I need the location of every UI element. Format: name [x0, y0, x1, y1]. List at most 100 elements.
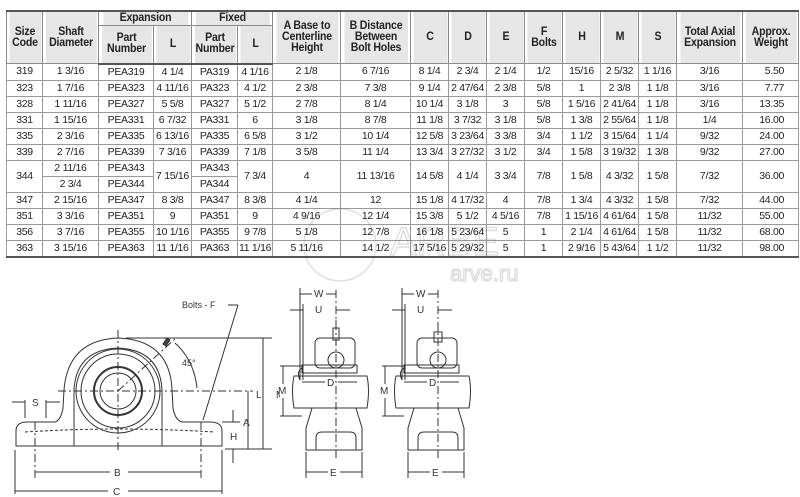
dim-d-label: D: [327, 378, 334, 389]
cell-d: 3 7/32: [448, 111, 488, 129]
cell-a: 5 11/16: [272, 239, 342, 257]
cell-d: 5 1/2: [448, 207, 488, 225]
cell-exp-l: 10 1/16: [152, 223, 193, 241]
cell-f: 5/8: [524, 111, 564, 129]
cell-d: 3 1/8: [448, 95, 488, 113]
bolts-f-label: Bolts - F: [182, 300, 216, 310]
header-size-code: Size Code: [7, 10, 42, 64]
bolts-leader-line: [202, 304, 239, 421]
cell-axial: 11/32: [676, 223, 744, 241]
header-b: B Distance Between Bolt Holes: [342, 10, 409, 64]
cell-e: 5: [486, 223, 526, 241]
cell-fix-part: PA331: [191, 111, 239, 129]
dim-m-label: M: [276, 390, 280, 401]
housing-side-fixed: [292, 320, 369, 451]
cell-fix-part: PA327: [191, 95, 239, 113]
cell-weight: 5.50: [742, 63, 800, 81]
cell-d: 5 23/64: [448, 223, 488, 241]
cell-exp-part: PEA355: [98, 223, 154, 241]
cell-m: 2 5/32: [600, 63, 640, 81]
cell-size: 351: [6, 207, 43, 225]
cell-exp-l: 7 3/16: [152, 143, 193, 161]
cell-b: 12: [340, 191, 412, 209]
cell-b: 11 1/4: [340, 143, 412, 161]
cell-exp-part: PEA319: [98, 63, 154, 81]
cell-shaft: 3 7/16: [42, 223, 99, 241]
cell-axial: 3/16: [676, 95, 744, 113]
cell-f: 1: [524, 223, 564, 241]
cell-size: 339: [6, 143, 43, 161]
cell-f: 1: [524, 239, 564, 257]
cell-fix-l: 11 1/16: [237, 239, 274, 257]
cell-size: 347: [6, 191, 43, 209]
centerlines: [34, 330, 253, 478]
cell-m: 4 61/64: [600, 223, 640, 241]
cell-c: 13 3/4: [410, 143, 450, 161]
cell-exp-part: PEA347: [98, 191, 154, 209]
cell-fix-l: 7 3/4: [237, 159, 274, 193]
cell-weight: 16.00: [742, 111, 800, 129]
cell-exp-l: 5 5/8: [152, 95, 193, 113]
header-approx-weight: Approx. Weight: [744, 10, 797, 64]
front-view-diagram: Bolts - F 45° L M A H S B C: [12, 300, 280, 497]
cell-shaft: 1 3/16: [42, 63, 99, 81]
cell-f: 3/4: [524, 143, 564, 161]
cell-s: 1 1/4: [638, 127, 678, 145]
header-total-axial-expansion: Total Axial Expansion: [678, 10, 741, 64]
cell-a: 4 1/4: [272, 191, 342, 209]
cell-f: 5/8: [524, 79, 564, 97]
cell-shaft: 2 3/16: [42, 127, 99, 145]
cell-fix-l: 6 5/8: [237, 127, 274, 145]
cell-f: 3/4: [524, 127, 564, 145]
cell-a: 4: [272, 159, 342, 193]
cell-size: 363: [6, 239, 43, 257]
cell-exp-part: PEA339: [98, 143, 154, 161]
cell-s: 1 1/16: [638, 63, 678, 81]
cell-e: 3 3/4: [486, 159, 526, 193]
cell-exp-part: PEA363: [98, 239, 154, 257]
cell-m: 3 19/32: [600, 143, 640, 161]
cell-d: 5 29/32: [448, 239, 488, 257]
cell-f: 7/8: [524, 207, 564, 225]
cell-e: 2 3/8: [486, 79, 526, 97]
cell-d: 3 23/64: [448, 127, 488, 145]
cell-exp-l: 9: [152, 207, 193, 225]
cell-m: 2 41/64: [600, 95, 640, 113]
cell-c: 15 1/8: [410, 191, 450, 209]
cell-m: 2 3/8: [600, 79, 640, 97]
cell-s: 1 1/8: [638, 79, 678, 97]
cell-fix-l: 7 1/8: [237, 143, 274, 161]
cell-exp-part: PEA327: [98, 95, 154, 113]
cell-exp-l: 7 15/16: [152, 159, 193, 193]
cell-m: 4 3/32: [600, 191, 640, 209]
dimension-lines: [382, 288, 465, 478]
dim-e-label: E: [330, 468, 337, 479]
cell-h: 1 1/2: [562, 127, 602, 145]
angle-arc: [174, 342, 198, 389]
cell-size: 331: [6, 111, 43, 129]
dimension-lines: [12, 337, 272, 494]
cell-fix-part: PA344: [191, 175, 239, 193]
cell-d: 2 47/64: [448, 79, 488, 97]
header-expansion-l: L: [154, 25, 191, 65]
cell-axial: 9/32: [676, 127, 744, 145]
header-expansion: Expansion: [101, 10, 189, 26]
header-fixed-l: L: [238, 25, 272, 65]
cell-h: 1 5/8: [562, 143, 602, 161]
cell-m: 4 3/32: [600, 159, 640, 193]
cell-exp-part: PEA343: [98, 159, 154, 177]
cell-e: 3 3/8: [486, 127, 526, 145]
header-s: S: [639, 10, 676, 64]
cell-d: 4 1/4: [448, 159, 488, 193]
dimension-lines: [280, 288, 363, 478]
cell-c: 14 5/8: [410, 159, 450, 193]
cell-fix-l: 5 1/2: [237, 95, 274, 113]
cell-d: 3 27/32: [448, 143, 488, 161]
cell-fix-part: PA339: [191, 143, 239, 161]
cell-h: 2 1/4: [562, 223, 602, 241]
